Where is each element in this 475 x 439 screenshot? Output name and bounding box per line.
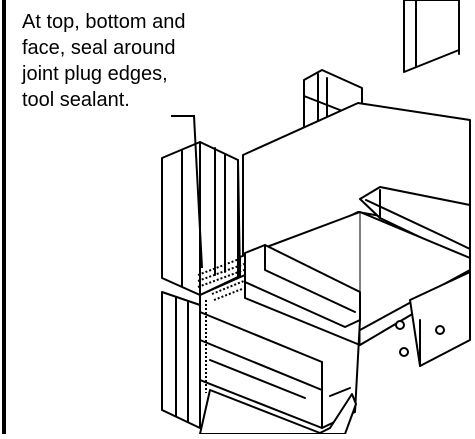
callout-line-1: At top, bottom and — [22, 11, 186, 33]
callout-line-3: joint plug edges, — [22, 63, 168, 85]
sealant-bead-top-3 — [197, 269, 245, 288]
glazing-stop-rail — [244, 244, 361, 328]
lower-jamb-block — [161, 291, 201, 429]
sealant-bead-icon — [197, 257, 245, 393]
door-panel-fragment — [403, 0, 460, 73]
sealant-bead-top-2 — [197, 263, 245, 282]
sealant-bead-bottom — [213, 288, 243, 301]
callout-line-4: tool sealant. — [22, 89, 130, 111]
callout-line-2: face, seal around — [22, 37, 176, 59]
callout-leader — [171, 115, 203, 269]
sealant-instruction-callout: At top, bottom and face, seal around joi… — [22, 9, 272, 113]
sealant-bead-bottom-2 — [211, 280, 245, 295]
sill-extrusion-end — [395, 271, 471, 367]
vertical-jamb — [161, 141, 241, 296]
